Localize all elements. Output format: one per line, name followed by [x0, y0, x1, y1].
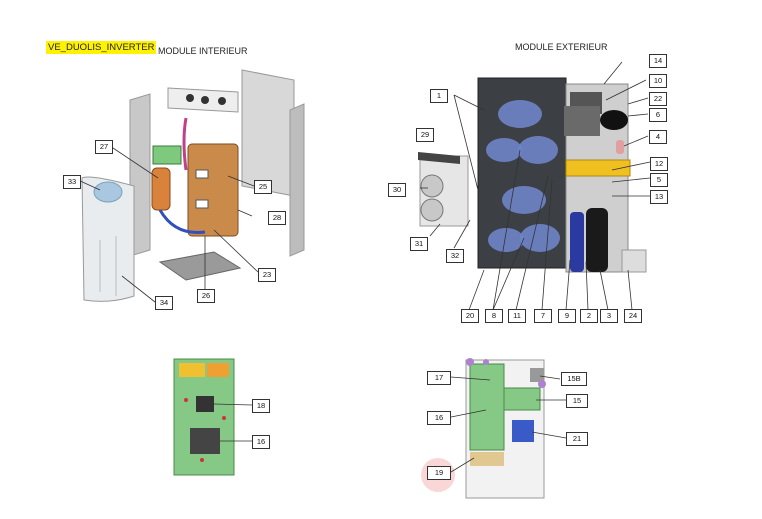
callout-label: 31 — [410, 237, 428, 251]
outdoor-fan-module — [418, 152, 469, 227]
indoor-heater — [151, 167, 171, 211]
callout-label: 12 — [650, 157, 668, 171]
reactor-icon — [600, 110, 628, 130]
indoor-right-panel — [289, 103, 305, 257]
callout-label: 26 — [197, 289, 215, 303]
callout-label: 2 — [580, 309, 598, 323]
callout-label: 10 — [649, 74, 667, 88]
outdoor-module-title: MODULE EXTERIEUR — [515, 42, 608, 52]
callout-label: 11 — [508, 309, 526, 323]
callout-label: 18 — [252, 399, 270, 413]
callout-label: 4 — [649, 130, 667, 144]
callout-label: 28 — [268, 211, 286, 225]
indoor-module-diagram — [77, 69, 305, 303]
callout-label: 32 — [446, 249, 464, 263]
callout-label: 6 — [649, 108, 667, 122]
indoor-front-cover — [81, 176, 135, 302]
indoor-side-panel — [241, 69, 295, 197]
callout-label: 15B — [561, 372, 587, 386]
indoor-module-title: MODULE INTERIEUR — [158, 46, 248, 56]
accumulator-icon — [586, 208, 608, 272]
indoor-base — [158, 251, 242, 281]
callout-label: 20 — [461, 309, 479, 323]
callout-label: 27 — [95, 140, 113, 154]
callout-label: 1 — [430, 89, 448, 103]
outdoor-control-board — [421, 358, 567, 499]
callout-label: 13 — [650, 190, 668, 204]
callout-label: 24 — [624, 309, 642, 323]
indoor-control-board — [173, 358, 253, 476]
indoor-tank — [187, 143, 239, 237]
indoor-board — [152, 145, 182, 165]
callout-label: 16 — [252, 435, 270, 449]
callout-label: 30 — [388, 183, 406, 197]
callout-label: 7 — [534, 309, 552, 323]
callout-label: 33 — [63, 175, 81, 189]
callout-label: 9 — [558, 309, 576, 323]
callout-label: 8 — [485, 309, 503, 323]
callout-label: 21 — [566, 432, 588, 446]
callout-label: 23 — [258, 268, 276, 282]
callout-label: 22 — [649, 92, 667, 106]
callout-label: 5 — [650, 173, 668, 187]
callout-label: 14 — [649, 54, 667, 68]
callout-label: 29 — [416, 128, 434, 142]
callout-label: 15 — [566, 394, 588, 408]
callout-label: 25 — [254, 180, 272, 194]
outdoor-fan-top-icon — [486, 100, 558, 164]
outdoor-module-diagram — [418, 61, 651, 311]
callout-label: 16 — [427, 411, 451, 425]
compressor-icon — [570, 212, 584, 272]
outdoor-control-box — [564, 106, 600, 136]
callout-label: 17 — [427, 371, 451, 385]
callout-label: 19 — [427, 466, 451, 480]
model-tag: VE_DUOLIS_INVERTER — [46, 41, 157, 54]
callout-label: 3 — [600, 309, 618, 323]
callout-label: 34 — [155, 296, 173, 310]
